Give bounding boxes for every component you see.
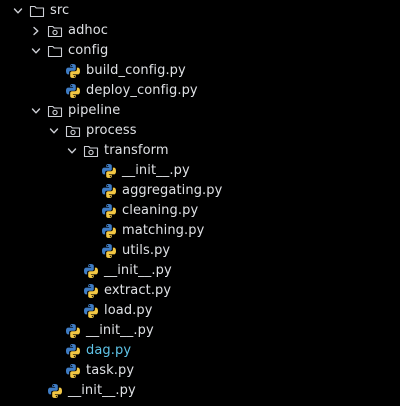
tree-item-config[interactable]: config [0, 41, 400, 61]
python-file-icon [101, 163, 117, 179]
tree-item-process[interactable]: process [0, 121, 400, 141]
tree-item-extract[interactable]: extract.py [0, 281, 400, 301]
python-file-icon [65, 363, 81, 379]
tree-item-load[interactable]: load.py [0, 301, 400, 321]
python-file-icon [83, 263, 99, 279]
tree-item-label: deploy_config.py [86, 83, 198, 98]
tree-item-label: __init__.py [122, 163, 190, 178]
tree-item-deploy_config[interactable]: deploy_config.py [0, 81, 400, 101]
python-file-icon [101, 183, 117, 199]
package-folder-icon [83, 143, 99, 159]
package-folder-icon [65, 123, 81, 139]
tree-item-label: pipeline [68, 103, 121, 118]
python-file-icon [65, 323, 81, 339]
tree-item-label: extract.py [104, 283, 172, 298]
tree-item-label: task.py [86, 363, 135, 378]
tree-item-src_init[interactable]: __init__.py [0, 381, 400, 401]
tree-item-label: config [68, 43, 109, 58]
python-file-icon [101, 243, 117, 259]
python-file-icon [65, 83, 81, 99]
package-folder-icon [47, 23, 63, 39]
tree-item-label: load.py [104, 303, 153, 318]
folder-icon [29, 3, 45, 19]
tree-item-task[interactable]: task.py [0, 361, 400, 381]
python-file-icon [65, 63, 81, 79]
chevron-right-icon[interactable] [30, 25, 42, 37]
python-file-icon [65, 343, 81, 359]
python-file-icon [47, 383, 63, 399]
chevron-down-icon[interactable] [30, 45, 42, 57]
tree-item-label: process [86, 123, 137, 138]
tree-item-pipeline_init[interactable]: __init__.py [0, 321, 400, 341]
tree-item-dag[interactable]: dag.py [0, 341, 400, 361]
tree-item-label: utils.py [122, 243, 171, 258]
chevron-down-icon[interactable] [48, 125, 60, 137]
chevron-down-icon[interactable] [12, 5, 24, 17]
tree-item-label: src [50, 3, 70, 18]
tree-item-label: __init__.py [86, 323, 154, 338]
tree-item-label: cleaning.py [122, 203, 199, 218]
tree-item-label: __init__.py [68, 383, 136, 398]
tree-item-label: build_config.py [86, 63, 186, 78]
tree-item-label: __init__.py [104, 263, 172, 278]
tree-item-label: adhoc [68, 23, 109, 38]
tree-item-src[interactable]: src [0, 1, 400, 21]
tree-item-build_config[interactable]: build_config.py [0, 61, 400, 81]
python-file-icon [83, 303, 99, 319]
folder-icon [47, 43, 63, 59]
tree-item-label: transform [104, 143, 169, 158]
tree-item-label: dag.py [86, 343, 132, 358]
tree-item-transform_init[interactable]: __init__.py [0, 161, 400, 181]
tree-item-adhoc[interactable]: adhoc [0, 21, 400, 41]
tree-item-pipeline[interactable]: pipeline [0, 101, 400, 121]
python-file-icon [101, 223, 117, 239]
tree-item-transform[interactable]: transform [0, 141, 400, 161]
chevron-down-icon[interactable] [30, 105, 42, 117]
tree-item-cleaning[interactable]: cleaning.py [0, 201, 400, 221]
tree-item-utils[interactable]: utils.py [0, 241, 400, 261]
python-file-icon [83, 283, 99, 299]
tree-item-label: aggregating.py [122, 183, 223, 198]
tree-item-label: matching.py [122, 223, 205, 238]
tree-item-matching[interactable]: matching.py [0, 221, 400, 241]
package-folder-icon [47, 103, 63, 119]
python-file-icon [101, 203, 117, 219]
tree-item-aggregating[interactable]: aggregating.py [0, 181, 400, 201]
tree-item-process_init[interactable]: __init__.py [0, 261, 400, 281]
chevron-down-icon[interactable] [66, 145, 78, 157]
